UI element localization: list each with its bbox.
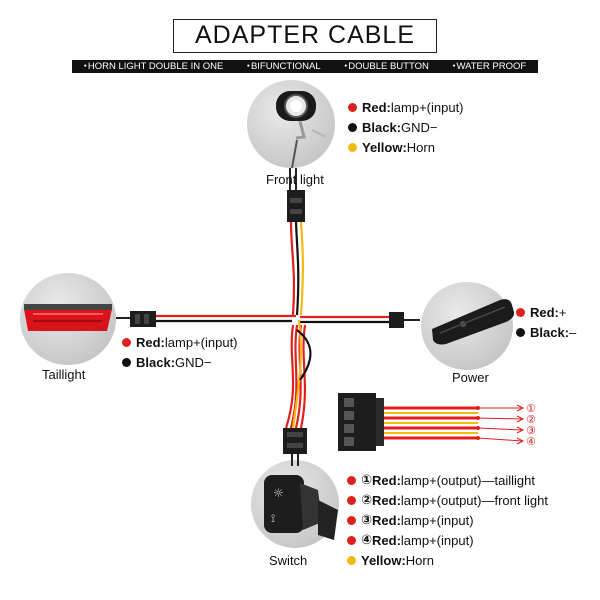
legend-row: ③ Red: lamp+(input) <box>347 510 548 530</box>
power-label: Power <box>452 370 489 385</box>
red-dot-icon <box>348 102 357 112</box>
pin-label: ③ <box>526 424 536 437</box>
legend-row: Red: + <box>516 302 576 322</box>
yellow-dot-icon <box>348 142 357 152</box>
wire-color: Red: <box>362 99 391 115</box>
wire-color: Yellow: <box>362 139 407 155</box>
connector-pin-labels: ① ② ③ ④ <box>526 402 536 448</box>
wire-desc: Horn <box>405 552 434 568</box>
svg-text:☼: ☼ <box>273 486 284 500</box>
wire-color: Black: <box>136 354 176 370</box>
wire-desc: lamp+(input) <box>400 532 474 548</box>
wire-number: ④ <box>361 532 373 547</box>
pin-label: ④ <box>526 435 536 448</box>
legend-row: Red: lamp+(input) <box>348 97 464 117</box>
taillight-label: Taillight <box>42 367 86 382</box>
svg-text:⟟: ⟟ <box>271 512 275 525</box>
wire-desc: lamp+(input) <box>400 512 474 528</box>
wire-desc: – <box>569 324 577 340</box>
feature-bar: HORN LIGHT DOUBLE IN ONE BIFUNCTIONAL DO… <box>72 60 538 73</box>
switch-label: Switch <box>269 553 308 568</box>
wire-number: ① <box>361 472 373 487</box>
legend-row: Black: GND− <box>348 117 464 137</box>
feature-item: DOUBLE BUTTON <box>344 61 429 72</box>
legend-row: Yellow: Horn <box>347 550 548 570</box>
wire-color: Black: <box>530 324 570 340</box>
wire-desc: lamp+(output)—taillight <box>400 472 535 488</box>
legend-row: ② Red: lamp+(output)—front light <box>347 490 548 510</box>
wire-number: ② <box>361 492 373 507</box>
power-legend: Red: + Black: – <box>516 302 576 342</box>
legend-row: Black: GND− <box>122 352 238 372</box>
wire-desc: GND− <box>401 119 438 135</box>
switch-legend: ① Red: lamp+(output)—taillight ② Red: la… <box>347 470 548 570</box>
legend-row: Black: – <box>516 322 576 342</box>
wire-desc: + <box>558 304 567 320</box>
wire-desc: GND− <box>175 354 212 370</box>
red-dot-icon <box>347 475 356 485</box>
taillight-icon <box>24 304 112 331</box>
power-wire <box>300 312 420 328</box>
legend-row: ① Red: lamp+(output)—taillight <box>347 470 548 490</box>
wire-color: Yellow: <box>361 552 406 568</box>
front-light-icon <box>276 91 327 169</box>
connector-detail <box>338 393 525 451</box>
wire-desc: lamp+(output)—front light <box>400 492 548 508</box>
legend-row: Yellow: Horn <box>348 137 464 157</box>
wire-color: Black: <box>362 119 402 135</box>
wire-desc: lamp+(input) <box>164 334 238 350</box>
wire-color: Red: <box>372 492 401 508</box>
yellow-dot-icon <box>347 555 356 565</box>
black-dot-icon <box>122 357 131 367</box>
legend-row: Red: lamp+(input) <box>122 332 238 352</box>
pin-label: ① <box>526 402 536 415</box>
front-light-label: Front light <box>266 172 324 187</box>
black-dot-icon <box>348 122 357 132</box>
front-light-legend: Red: lamp+(input) Black: GND− Yellow: Ho… <box>348 97 464 157</box>
wire-color: Red: <box>372 472 401 488</box>
red-dot-icon <box>516 307 525 317</box>
battery-icon <box>432 299 515 345</box>
feature-item: BIFUNCTIONAL <box>247 61 321 72</box>
lower-wire-bundle <box>284 319 312 429</box>
front-light-connector <box>287 168 305 222</box>
upper-wire-bundle <box>289 221 304 316</box>
page-title: ADAPTER CABLE <box>173 19 437 53</box>
pin-label: ② <box>526 413 536 426</box>
wire-color: Red: <box>372 532 401 548</box>
red-dot-icon <box>347 515 356 525</box>
wire-color: Red: <box>530 304 559 320</box>
feature-item: WATER PROOF <box>452 61 526 72</box>
wire-desc: lamp+(input) <box>390 99 464 115</box>
legend-row: ④ Red: lamp+(input) <box>347 530 548 550</box>
black-dot-icon <box>516 327 525 337</box>
red-dot-icon <box>347 495 356 505</box>
wire-number: ③ <box>361 512 373 527</box>
wire-color: Red: <box>136 334 165 350</box>
wire-color: Red: <box>372 512 401 528</box>
handlebar-switch-icon: ☼ ⟟ <box>264 475 338 540</box>
red-dot-icon <box>122 337 131 347</box>
red-dot-icon <box>347 535 356 545</box>
switch-connector <box>283 428 307 466</box>
taillight-legend: Red: lamp+(input) Black: GND− <box>122 332 238 372</box>
feature-item: HORN LIGHT DOUBLE IN ONE <box>84 61 224 72</box>
wire-desc: Horn <box>406 139 435 155</box>
taillight-wire <box>116 311 296 327</box>
